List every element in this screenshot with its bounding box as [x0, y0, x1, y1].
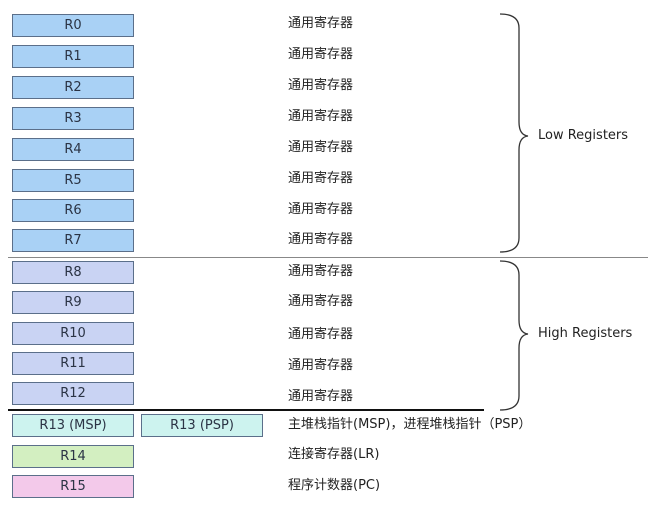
register-r2: R2 [12, 76, 134, 99]
register-r14: R14 [12, 445, 134, 468]
low-high-divider [8, 257, 648, 258]
low-registers-label: Low Registers [538, 128, 629, 143]
register-r1-description: 通用寄存器 [288, 47, 354, 62]
register-r9-description: 通用寄存器 [288, 294, 354, 309]
register-r1: R1 [12, 45, 134, 68]
register-r12: R12 [12, 382, 134, 405]
register-r4-description: 通用寄存器 [288, 140, 354, 155]
low-registers-brace [499, 13, 529, 253]
high-registers-brace [499, 260, 529, 411]
register-r5: R5 [12, 169, 134, 192]
register-r15-description: 程序计数器(PC) [288, 478, 381, 493]
register-r0-description: 通用寄存器 [288, 16, 354, 31]
register-r6: R6 [12, 199, 134, 222]
register-r14-description: 连接寄存器(LR) [288, 447, 380, 462]
register-r9: R9 [12, 291, 134, 314]
register-r10: R10 [12, 322, 134, 345]
special-registers-divider [8, 409, 484, 411]
register-r8-description: 通用寄存器 [288, 264, 354, 279]
register-r12-description: 通用寄存器 [288, 389, 354, 404]
register-r13-description: 主堆栈指针(MSP)，进程堆栈指针（PSP） [288, 417, 532, 432]
register-r13-msp: R13 (MSP) [12, 414, 134, 437]
register-r8: R8 [12, 261, 134, 284]
register-r7-description: 通用寄存器 [288, 232, 354, 247]
register-r6-description: 通用寄存器 [288, 202, 354, 217]
register-r3: R3 [12, 107, 134, 130]
register-r7: R7 [12, 229, 134, 252]
register-r13-psp: R13 (PSP) [141, 414, 263, 437]
register-r10-description: 通用寄存器 [288, 327, 354, 342]
register-r11-description: 通用寄存器 [288, 358, 354, 373]
register-r11: R11 [12, 352, 134, 375]
register-r3-description: 通用寄存器 [288, 109, 354, 124]
register-r4: R4 [12, 138, 134, 161]
register-r15: R15 [12, 475, 134, 498]
register-r5-description: 通用寄存器 [288, 171, 354, 186]
high-registers-label: High Registers [538, 326, 633, 341]
register-r0: R0 [12, 14, 134, 37]
register-r2-description: 通用寄存器 [288, 78, 354, 93]
